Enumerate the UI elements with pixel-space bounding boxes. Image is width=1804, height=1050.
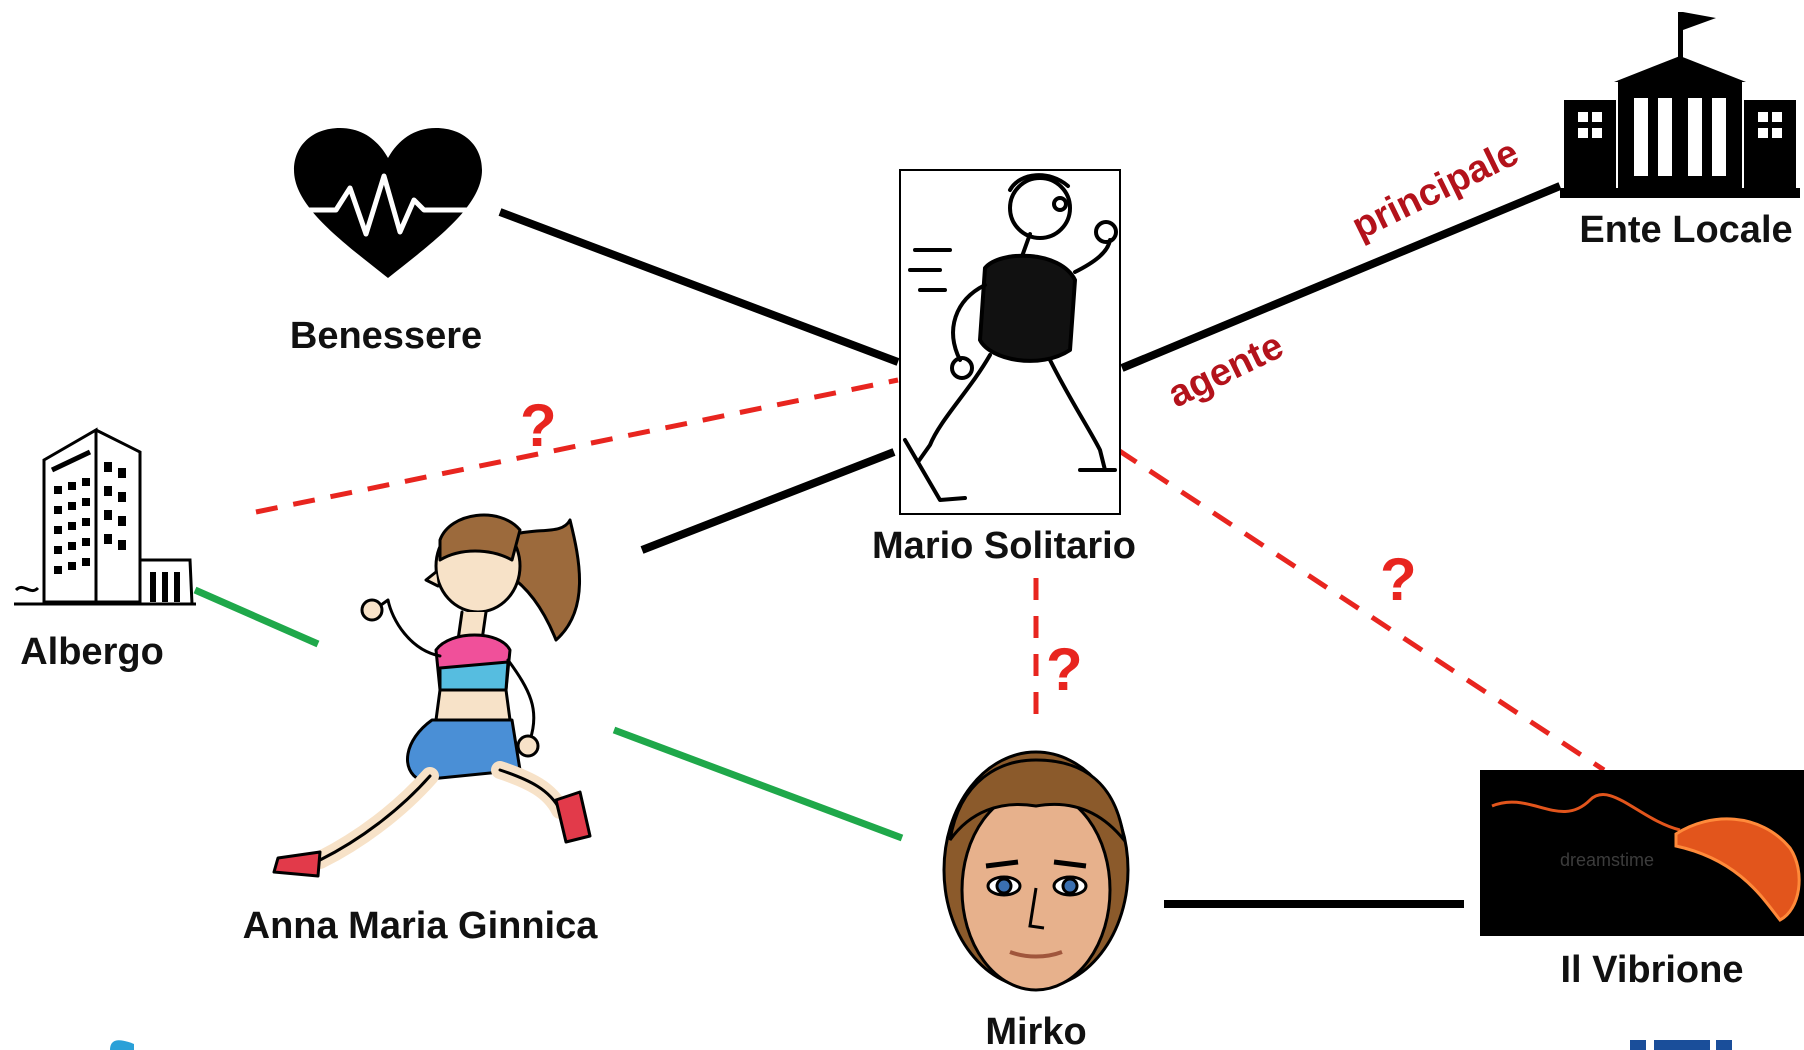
bacterium-watermark: dreamstime <box>1560 850 1654 870</box>
role-agent-label: agente <box>1162 325 1290 416</box>
edge-anna-mario <box>640 448 896 554</box>
node-benessere: Benessere <box>290 128 482 357</box>
node-mario: Mario Solitario <box>872 169 1136 567</box>
node-albergo: Albergo <box>14 427 196 673</box>
node-anna: Anna Maria Ginnica <box>243 513 599 947</box>
node-ente-label: Ente Locale <box>1579 209 1792 251</box>
question-mario-vibrione: ? <box>1380 546 1417 613</box>
edge-mario-vibrione-dashed <box>1116 447 1606 773</box>
man-face-cartoon <box>942 750 1130 992</box>
node-vibrione-label: Il Vibrione <box>1560 949 1743 991</box>
question-mario-mirko: ? <box>1046 636 1083 703</box>
heart-pulse-icon <box>294 128 482 278</box>
node-mirko: Mirko <box>942 750 1130 1050</box>
node-albergo-label: Albergo <box>20 631 164 673</box>
node-ente: Ente Locale <box>1560 12 1800 251</box>
partial-logo-left <box>110 1040 134 1050</box>
node-mario-label: Mario Solitario <box>872 525 1136 567</box>
question-albergo-mario: ? <box>520 392 557 459</box>
partial-logo-right <box>1630 1040 1732 1050</box>
edge-mario-ente <box>1120 182 1562 372</box>
pulse-line <box>300 173 476 237</box>
node-vibrione: dreamstime Il Vibrione <box>1480 770 1804 991</box>
role-principal-label: principale <box>1346 132 1526 248</box>
government-building-icon <box>1560 12 1800 198</box>
bacterium-body <box>1674 817 1801 922</box>
edge-albergo-mario-dashed <box>255 377 899 515</box>
runner-woman-cartoon <box>272 513 592 878</box>
hotel-building-drawing <box>14 427 196 606</box>
edge-anna-mirko <box>612 726 904 842</box>
edge-albergo-anna <box>193 586 320 648</box>
edges <box>193 182 1606 908</box>
node-mirko-label: Mirko <box>985 1011 1086 1050</box>
bacterium-flagellum <box>1491 793 1681 832</box>
runner-man-drawing <box>903 173 1118 502</box>
node-benessere-label: Benessere <box>290 315 482 357</box>
node-anna-label: Anna Maria Ginnica <box>243 905 599 947</box>
edge-benessere-mario <box>498 208 900 366</box>
